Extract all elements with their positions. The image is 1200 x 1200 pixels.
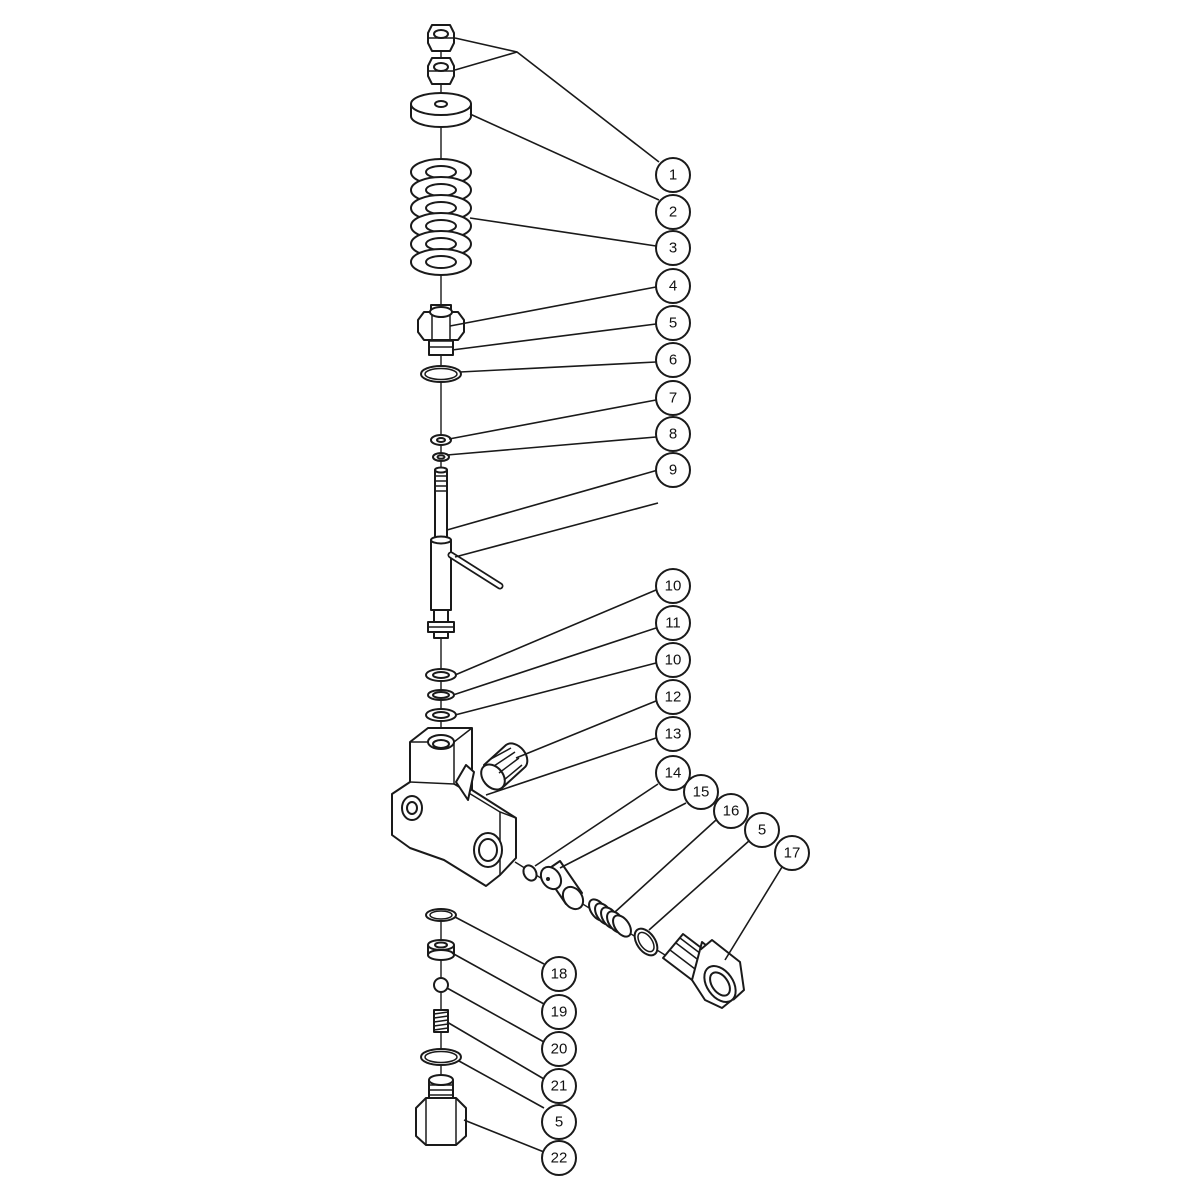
callout-label-8: 8 — [669, 426, 677, 443]
callout-19: 19 — [541, 994, 577, 1030]
callout-label-11: 11 — [665, 615, 681, 632]
callout-7: 7 — [655, 380, 691, 416]
part-o-ring-lower — [420, 1048, 462, 1066]
part-ball — [433, 977, 449, 993]
part-o-ring-14 — [522, 864, 538, 882]
part-disc-spring-stack — [410, 158, 472, 276]
callout-2: 2 — [655, 194, 691, 230]
callout-label-14: 14 — [665, 765, 682, 782]
part-o-ring-18 — [425, 908, 457, 922]
part-ball-seat — [427, 939, 455, 961]
callout-label-10a: 10 — [665, 578, 682, 595]
part-small-spring — [433, 1009, 449, 1033]
callout-9: 9 — [655, 452, 691, 488]
part-outlet-fitting — [662, 933, 745, 1009]
part-hex-bushing — [417, 304, 465, 356]
part-washer-6 — [430, 434, 452, 446]
callout-label-18: 18 — [551, 966, 568, 983]
callout-21: 21 — [541, 1068, 577, 1104]
callout-label-19: 19 — [551, 1004, 568, 1021]
callout-label-17: 17 — [784, 845, 801, 862]
callout-17: 17 — [774, 835, 810, 871]
callout-3: 3 — [655, 230, 691, 266]
callout-5b: 5 — [744, 812, 780, 848]
callout-22: 22 — [541, 1140, 577, 1176]
callout-1: 1 — [655, 157, 691, 193]
callouts: 1 2 3 4 5 6 7 8 9 10 11 10 12 13 14 15 1… — [541, 157, 810, 1176]
callout-10a: 10 — [655, 568, 691, 604]
callout-label-12: 12 — [665, 689, 682, 706]
callout-4: 4 — [655, 268, 691, 304]
part-hex-nut-lower — [427, 57, 455, 85]
callout-label-13: 13 — [665, 726, 682, 743]
callout-6: 6 — [655, 342, 691, 378]
callout-label-10b: 10 — [665, 652, 682, 669]
callout-label-16: 16 — [723, 803, 740, 820]
callout-12: 12 — [655, 679, 691, 715]
leader-lines — [446, 37, 783, 1153]
callout-8: 8 — [655, 416, 691, 452]
callout-label-9: 9 — [669, 462, 677, 479]
callout-label-21: 21 — [551, 1078, 568, 1095]
part-bottom-plug — [415, 1074, 467, 1146]
callout-13: 13 — [655, 716, 691, 752]
callout-16: 16 — [713, 793, 749, 829]
callout-11: 11 — [655, 605, 691, 641]
callout-10b: 10 — [655, 642, 691, 678]
part-washer-7 — [432, 452, 450, 462]
part-valve-seat — [539, 860, 585, 911]
part-pin — [447, 551, 504, 590]
callout-label-4: 4 — [669, 278, 677, 295]
part-backup-ring-10-upper — [425, 668, 457, 682]
callout-5c: 5 — [541, 1104, 577, 1140]
callout-label-5b: 5 — [758, 822, 766, 839]
callout-label-7: 7 — [669, 390, 677, 407]
part-o-ring-upper — [420, 365, 462, 383]
callout-14: 14 — [655, 755, 691, 791]
callout-label-5c: 5 — [555, 1114, 563, 1131]
callout-label-15: 15 — [693, 784, 710, 801]
part-o-ring-12 — [426, 711, 456, 723]
callout-label-22: 22 — [551, 1150, 568, 1167]
callout-label-1: 1 — [669, 167, 677, 184]
callout-5a: 5 — [655, 305, 691, 341]
part-hex-nut-upper — [427, 24, 455, 52]
callout-20: 20 — [541, 1031, 577, 1067]
callout-18: 18 — [541, 956, 577, 992]
callout-label-3: 3 — [669, 240, 677, 257]
part-o-ring-side — [633, 927, 659, 957]
callout-label-6: 6 — [669, 352, 677, 369]
part-spring-cap — [410, 92, 472, 128]
part-valve-body — [391, 727, 517, 887]
callout-label-20: 20 — [551, 1041, 568, 1058]
part-threaded-plug — [480, 742, 529, 791]
callout-15: 15 — [683, 774, 719, 810]
callout-label-2: 2 — [669, 204, 677, 221]
part-valve-piston — [427, 466, 455, 639]
callout-label-5a: 5 — [669, 315, 677, 332]
part-coil-spring — [588, 898, 632, 938]
part-seal-11 — [427, 689, 455, 701]
